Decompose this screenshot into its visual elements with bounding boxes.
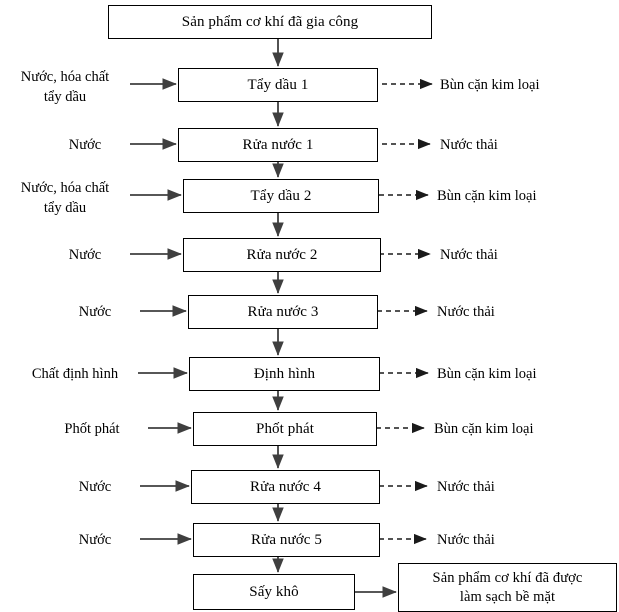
output-label-step-2-text: Nước thải bbox=[440, 137, 498, 153]
box-step-6-label: Định hình bbox=[253, 365, 316, 382]
box-step-5-label: Rửa nước 3 bbox=[247, 303, 319, 320]
box-step-9: Rửa nước 5 bbox=[193, 523, 380, 557]
input-label-step-2: Nước bbox=[44, 136, 126, 156]
box-step-8-label: Rửa nước 4 bbox=[249, 478, 321, 495]
input-label-step-3: Nước, hóa chất tẩy dầu bbox=[4, 179, 126, 218]
input-label-step-9-text: Nước bbox=[78, 532, 112, 548]
box-step-7-label: Phốt phát bbox=[256, 420, 314, 437]
output-label-step-6-text: Bùn cặn kim loại bbox=[437, 366, 537, 382]
input-label-step-5-text: Nước bbox=[78, 304, 112, 320]
output-label-step-8-text: Nước thải bbox=[437, 479, 495, 495]
output-label-step-9-text: Nước thải bbox=[437, 532, 495, 548]
box-drying-label: Sấy khô bbox=[249, 583, 299, 600]
output-label-step-3-text: Bùn cặn kim loại bbox=[437, 188, 537, 204]
input-label-step-6-text: Chất định hình bbox=[31, 366, 119, 382]
input-label-step-4-text: Nước bbox=[68, 247, 102, 263]
box-step-4: Rửa nước 2 bbox=[183, 238, 381, 272]
output-label-step-4-text: Nước thải bbox=[440, 247, 498, 263]
input-label-step-8: Nước bbox=[54, 478, 136, 498]
output-label-step-7-text: Bùn cặn kim loại bbox=[434, 421, 534, 437]
input-label-step-7-text: Phốt phát bbox=[64, 421, 120, 437]
output-label-step-1: Bùn cặn kim loại bbox=[440, 76, 615, 96]
box-final-product-line2: làm sạch bề mặt bbox=[459, 588, 556, 605]
input-label-step-3-line2: tẩy dầu bbox=[43, 199, 87, 216]
box-final-product: Sản phẩm cơ khí đã được làm sạch bề mặt bbox=[398, 563, 617, 612]
box-step-7: Phốt phát bbox=[193, 412, 377, 446]
input-label-step-7: Phốt phát bbox=[42, 420, 142, 440]
input-label-step-2-text: Nước bbox=[68, 137, 102, 153]
box-drying: Sấy khô bbox=[193, 574, 355, 610]
box-step-1: Tẩy dầu 1 bbox=[178, 68, 378, 102]
input-label-step-8-text: Nước bbox=[78, 479, 112, 495]
output-label-step-2: Nước thải bbox=[440, 136, 615, 156]
input-label-step-1-line1: Nước, hóa chất bbox=[20, 69, 110, 85]
input-label-step-5: Nước bbox=[54, 303, 136, 323]
box-title-product: Sản phẩm cơ khí đã gia công bbox=[108, 5, 432, 39]
output-label-step-4: Nước thải bbox=[440, 246, 615, 266]
box-step-5: Rửa nước 3 bbox=[188, 295, 378, 329]
box-step-6: Định hình bbox=[189, 357, 380, 391]
box-title-product-label: Sản phẩm cơ khí đã gia công bbox=[181, 13, 359, 30]
output-label-step-6: Bùn cặn kim loại bbox=[437, 365, 615, 385]
box-step-8: Rửa nước 4 bbox=[191, 470, 380, 504]
box-step-3-label: Tẩy dầu 2 bbox=[250, 187, 312, 204]
input-label-step-3-line1: Nước, hóa chất bbox=[20, 180, 110, 196]
input-label-step-1-line2: tẩy dầu bbox=[43, 88, 87, 105]
output-label-step-9: Nước thải bbox=[437, 531, 615, 551]
output-label-step-3: Bùn cặn kim loại bbox=[437, 187, 615, 207]
input-label-step-4: Nước bbox=[44, 246, 126, 266]
box-final-product-line1: Sản phẩm cơ khí đã được bbox=[432, 570, 583, 587]
box-step-3: Tẩy dầu 2 bbox=[183, 179, 379, 213]
box-step-4-label: Rửa nước 2 bbox=[246, 246, 318, 263]
output-label-step-1-text: Bùn cặn kim loại bbox=[440, 77, 540, 93]
box-step-2-label: Rửa nước 1 bbox=[242, 136, 314, 153]
input-label-step-1: Nước, hóa chất tẩy dầu bbox=[4, 68, 126, 107]
box-step-1-label: Tẩy dầu 1 bbox=[247, 76, 309, 93]
box-step-9-label: Rửa nước 5 bbox=[250, 531, 322, 548]
input-label-step-6: Chất định hình bbox=[16, 365, 134, 385]
output-label-step-5: Nước thải bbox=[437, 303, 615, 323]
output-label-step-8: Nước thải bbox=[437, 478, 615, 498]
box-step-2: Rửa nước 1 bbox=[178, 128, 378, 162]
input-label-step-9: Nước bbox=[54, 531, 136, 551]
output-label-step-5-text: Nước thải bbox=[437, 304, 495, 320]
output-label-step-7: Bùn cặn kim loại bbox=[434, 420, 614, 440]
